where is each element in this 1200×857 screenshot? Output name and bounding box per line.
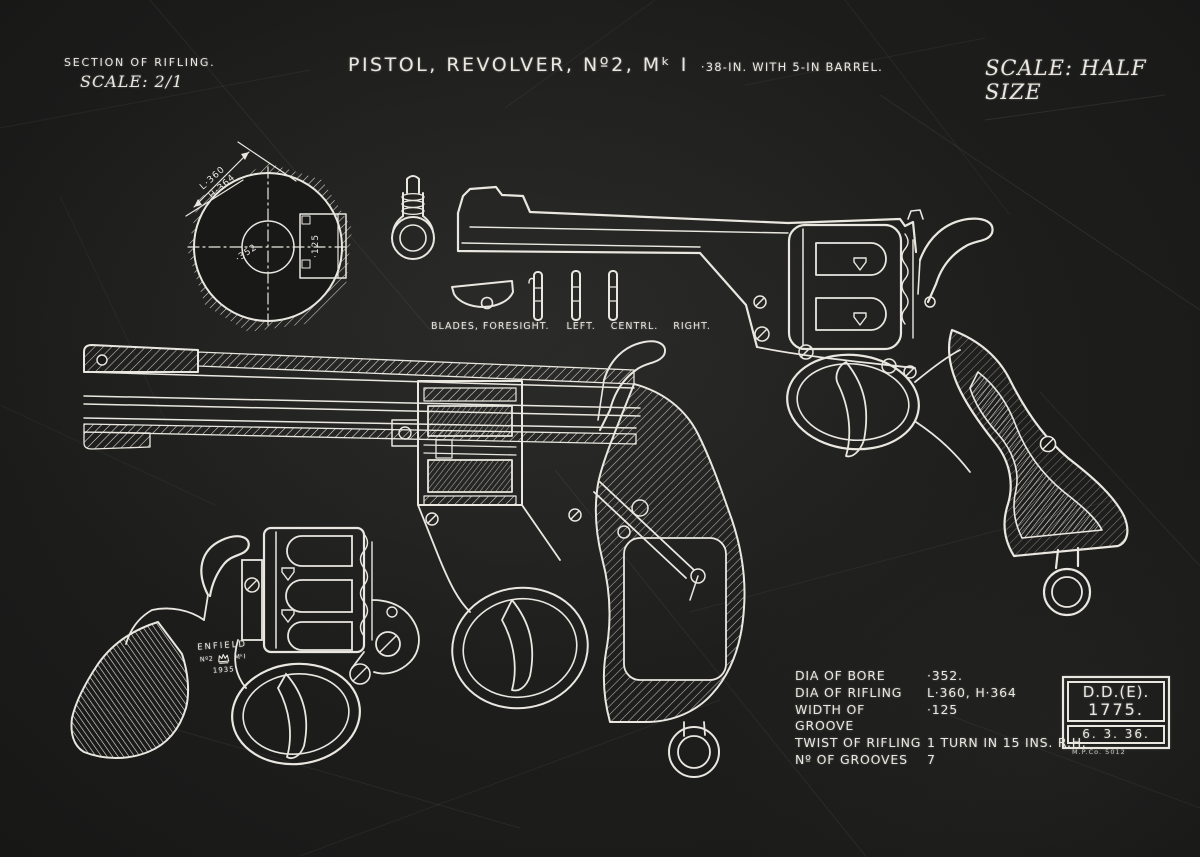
stamp-inner-box: D.D.(E). 1775. (1067, 681, 1165, 722)
spec-value: L·360, H·364 (927, 685, 1017, 700)
stamp-date: 6. 3. 36. (1067, 725, 1165, 744)
revolver-side-view (456, 185, 1129, 617)
stamp-print-code: M.P.Co. 5012 (1072, 748, 1126, 756)
foresight-label-left: LEFT. (566, 321, 596, 332)
marking-mark: MᵏI (234, 652, 247, 662)
section-scale-label: SCALE: 2/1 (80, 72, 184, 91)
title-main: PISTOL, REVOLVER, Nº2, Mᵏ I (348, 54, 689, 76)
foresight-label-central: CENTRL. (610, 321, 659, 332)
spec-label: Nº OF GROOVES (795, 752, 908, 767)
title-detail: ·38-IN. WITH 5-IN BARREL. (700, 60, 883, 74)
foresight-label-right: RIGHT. (673, 321, 711, 332)
revolver-rear-view (70, 526, 420, 766)
foresight-post-part (391, 175, 435, 260)
foresight-caption: BLADES, FORESIGHT. LEFT. CENTRL. RIGHT. (431, 321, 711, 332)
scale-half-size-label: SCALE: HALF SIZE (985, 56, 1147, 104)
rifling-section-diagram (185, 141, 352, 332)
crown-icon (218, 653, 230, 664)
drawing-title: PISTOL, REVOLVER, Nº2, Mᵏ I ·38-IN. WITH… (348, 54, 888, 76)
revolver-sectioned-view (83, 340, 746, 778)
spec-value: 7 (927, 752, 936, 767)
spec-label: TWIST OF RIFLING (795, 735, 922, 750)
foresight-caption-main: BLADES, FORESIGHT. (431, 321, 550, 332)
spec-label: DIA OF RIFLING (795, 685, 903, 700)
drawing-number-stamp: D.D.(E). 1775. 6. 3. 36. (1062, 676, 1170, 749)
rifling-spec-table: DIA OF BORE ·352. DIA OF RIFLING L·360, H·… (795, 668, 1087, 768)
enfield-frame-marking: ENFIELD Nº2 MᵏI 1935 (181, 639, 265, 678)
spec-value: ·125 (927, 702, 959, 717)
foresight-blades-detail (451, 270, 618, 321)
stamp-office: D.D.(E). (1082, 683, 1150, 701)
spec-label: DIA OF BORE (795, 668, 886, 683)
spec-value: 1 TURN IN 15 INS. R.H. (927, 735, 1087, 750)
stamp-number: 1775. (1088, 700, 1144, 719)
dim-label-groove: ·125 (311, 234, 321, 258)
marking-model: Nº2 (199, 654, 214, 664)
spec-label: WIDTH OF GROOVE (795, 702, 866, 733)
section-of-rifling-label: SECTION OF RIFLING. (64, 56, 216, 69)
spec-value: ·352. (927, 668, 963, 683)
